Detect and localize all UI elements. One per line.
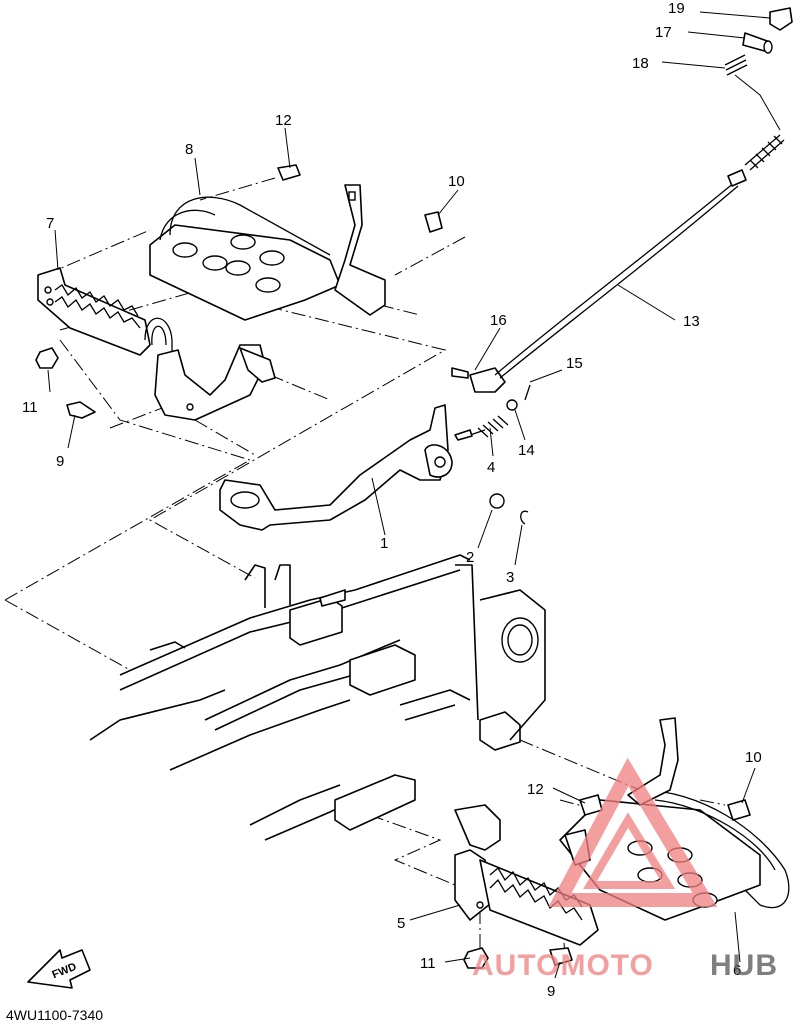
step-bracket-lower [454,804,599,946]
callout-13: 13 [683,313,700,330]
callout-15: 15 [566,355,583,372]
callout-16: 16 [490,312,507,329]
brake-cable [494,7,793,379]
callout-11-lower: 11 [420,955,436,972]
callout-5: 5 [397,915,405,932]
callout-10-lower: 10 [745,749,762,766]
callout-19: 19 [668,0,685,17]
callout-7: 7 [46,215,54,232]
callout-8: 8 [185,141,193,158]
footrest-plate-upper [149,184,386,321]
callout-11-upper: 11 [22,399,38,416]
callout-9-upper: 9 [56,453,64,470]
brake-pedal [219,404,453,531]
watermark-text-hub: HUB [710,949,778,982]
fasteners [35,164,751,969]
vehicle-frame [89,554,546,841]
callout-12-upper: 12 [275,112,292,129]
callout-18: 18 [632,55,649,72]
callout-6: 6 [733,962,741,979]
callout-labels: 1 2 3 4 5 6 7 8 9 9 10 10 11 11 12 12 13… [22,0,762,1000]
callout-14: 14 [518,442,535,459]
callout-12-lower: 12 [527,781,544,798]
step-bracket-upper [37,267,276,421]
automotohub-watermark: AUTOMOTO HUB [472,757,778,982]
leader-lines [47,11,771,979]
callout-17: 17 [655,24,672,41]
callout-2: 2 [466,549,474,566]
drawing-code: 4WU1100-7340 [6,1007,103,1023]
reference-lines [4,177,726,956]
callout-4: 4 [487,459,495,476]
watermark-text-main: AUTOMOTO [472,949,654,982]
callout-10-upper: 10 [448,173,465,190]
forward-direction-arrow: FWD [27,949,91,989]
callout-1: 1 [380,535,388,552]
callout-9-lower: 9 [547,983,555,1000]
callout-3: 3 [506,569,514,586]
